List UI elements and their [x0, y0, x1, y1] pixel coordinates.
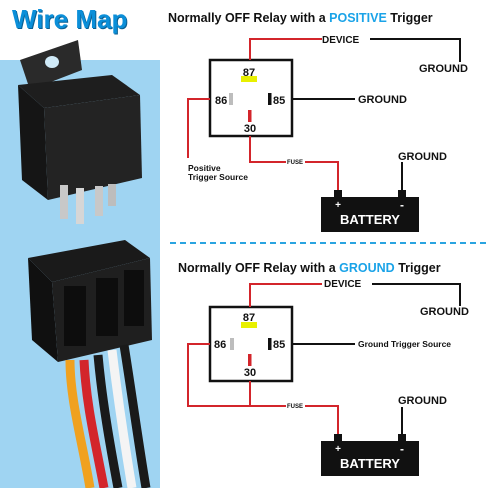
- top-battery-label: BATTERY: [340, 212, 400, 227]
- top-pin-87-marker: [241, 76, 257, 82]
- bottom-battery-plus: +: [335, 444, 341, 455]
- top-wire-87-to-device: [249, 38, 322, 60]
- top-wire-30-to-fuse: [249, 136, 286, 163]
- socket-wires-image: [65, 344, 151, 488]
- bottom-battery-body: [321, 441, 419, 476]
- bottom-pin-86-label: 86: [214, 339, 226, 351]
- bottom-battery: + - BATTERY: [321, 434, 419, 476]
- bottom-pin-87-marker: [241, 322, 257, 328]
- top-pin-86-label: 86: [215, 95, 227, 107]
- bottom-device-ground-label: GROUND: [420, 306, 469, 318]
- top-pin-85-marker: [268, 93, 272, 105]
- bottom-pin-30-label: 30: [244, 367, 256, 379]
- top-device-ground-label: GROUND: [419, 63, 468, 75]
- top-device-label: DEVICE: [322, 35, 360, 46]
- top-85-ground-label: GROUND: [358, 94, 407, 106]
- bottom-battery-negative-terminal: [398, 434, 406, 442]
- bottom-battery-positive-terminal: [334, 434, 342, 442]
- top-pin-87-label: 87: [243, 67, 255, 79]
- top-trigger-label-line1: Positive: [188, 163, 221, 173]
- top-wire-fuse-to-battery: [305, 161, 339, 196]
- top-pin-30-label: 30: [244, 123, 256, 135]
- top-wire-device-to-ground: [370, 38, 461, 62]
- top-wire-86-to-trigger: [187, 98, 210, 158]
- relay-socket-image: [28, 240, 152, 362]
- bottom-battery-minus: -: [400, 442, 404, 456]
- top-battery-negative-terminal: [398, 190, 406, 198]
- top-fuse-label: FUSE: [287, 160, 303, 166]
- bottom-trigger-label: Ground Trigger Source: [358, 339, 451, 349]
- bottom-pin-86-marker: [230, 338, 234, 350]
- bottom-device-label: DEVICE: [324, 279, 362, 290]
- top-battery-ground-label: GROUND: [398, 151, 447, 163]
- bottom-pin-30-marker: [248, 354, 252, 366]
- relay-body-image: [18, 40, 142, 224]
- top-battery-positive-terminal: [334, 190, 342, 198]
- bottom-battery-label: BATTERY: [340, 456, 400, 471]
- top-battery-body: [321, 197, 419, 232]
- bottom-fuse-label: FUSE: [287, 404, 303, 410]
- page-title: Wire Map: [12, 4, 128, 34]
- top-heading: Normally OFF Relay with a POSITIVE Trigg…: [168, 11, 433, 25]
- top-battery-minus: -: [400, 198, 404, 212]
- bottom-pin-85-marker: [268, 338, 272, 350]
- bottom-pin-85-label: 85: [273, 339, 285, 351]
- top-trigger-label-line2: Trigger Source: [188, 172, 248, 182]
- bottom-battery-ground-label: GROUND: [398, 395, 447, 407]
- bottom-wire-30-to-fuse: [249, 381, 286, 407]
- top-pin-86-marker: [229, 93, 233, 105]
- relay-product-photo: [0, 40, 160, 488]
- top-pin-30-marker: [248, 110, 252, 122]
- top-pin-85-label: 85: [273, 95, 285, 107]
- top-battery-plus: +: [335, 200, 341, 211]
- bottom-wire-86-to-power: [187, 343, 250, 407]
- bottom-pin-87-label: 87: [243, 312, 255, 324]
- top-battery: + - BATTERY: [321, 190, 419, 232]
- bottom-wire-fuse-to-battery: [305, 405, 339, 440]
- bottom-wire-87-to-device: [249, 283, 322, 307]
- bottom-wire-device-to-ground: [372, 283, 461, 306]
- bottom-heading: Normally OFF Relay with a GROUND Trigger: [178, 261, 441, 275]
